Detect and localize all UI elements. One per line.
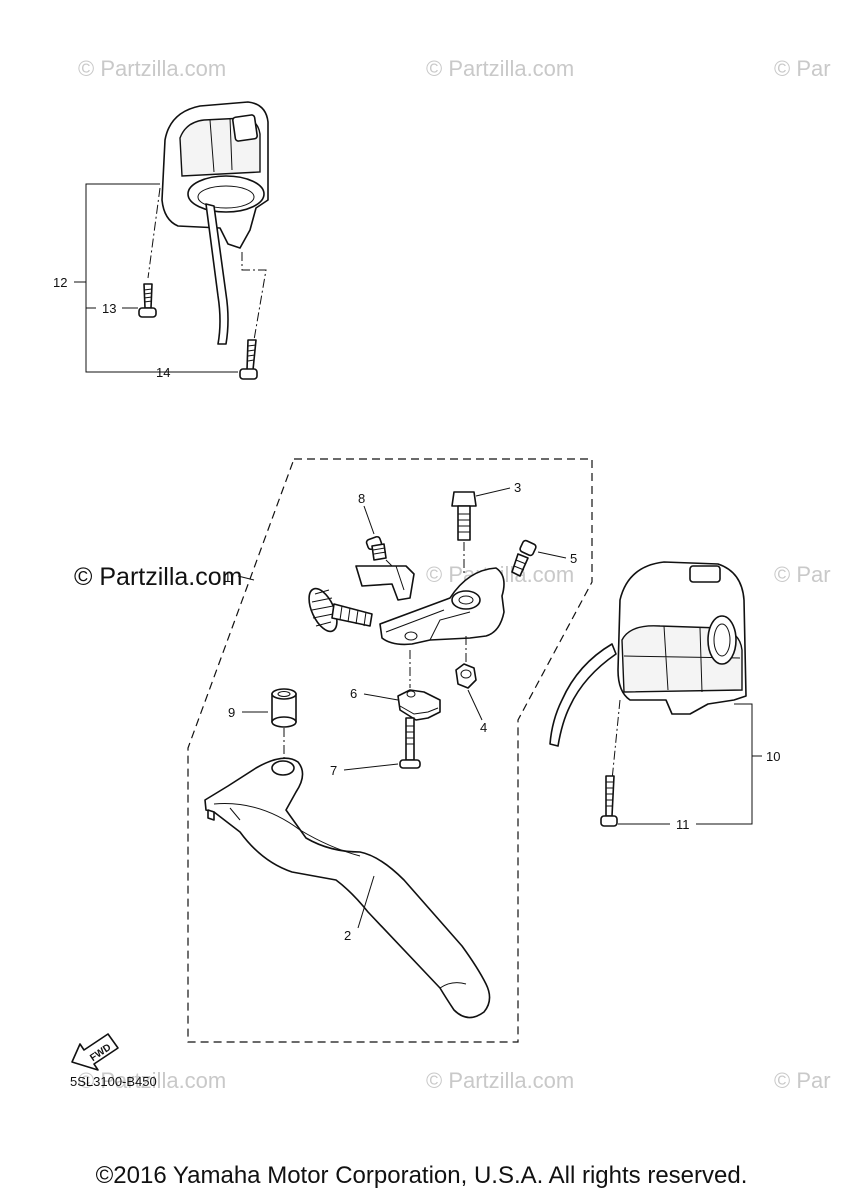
callout-3: 3 — [514, 480, 521, 495]
clutch-lever-2 — [204, 757, 491, 1019]
collar-9 — [271, 688, 297, 728]
watermark: © Par — [774, 1068, 831, 1093]
right-handlebar-switch — [549, 561, 747, 781]
lever-holder — [379, 567, 505, 646]
watermark: © Par — [774, 56, 831, 81]
screw-11 — [600, 775, 618, 827]
screw-13 — [138, 283, 157, 318]
callout-8: 8 — [358, 491, 365, 506]
nut-4 — [455, 663, 477, 689]
screw-14 — [239, 339, 258, 380]
callout-4: 4 — [480, 720, 487, 735]
screw-7 — [399, 717, 421, 769]
watermark: © Partzilla.com — [78, 56, 227, 81]
left-handlebar-switch — [147, 101, 269, 345]
callout-6: 6 — [350, 686, 357, 701]
callout-1: 1 — [224, 570, 231, 585]
fwd-arrow-icon: FWD — [71, 1033, 119, 1071]
callout-14: 14 — [156, 365, 170, 380]
diagram-code: 5SL3100-B450 — [70, 1074, 157, 1089]
watermark-large: © Partzilla.com — [74, 563, 243, 591]
bolt-5 — [511, 539, 537, 577]
copyright-notice: ©2016 Yamaha Motor Corporation, U.S.A. A… — [95, 1162, 748, 1189]
callout-12: 12 — [53, 275, 67, 290]
callout-9: 9 — [228, 705, 235, 720]
callout-2: 2 — [344, 928, 351, 943]
callout-5: 5 — [570, 551, 577, 566]
callout-11: 11 — [676, 817, 690, 832]
switch-plate — [355, 565, 415, 601]
callout-10: 10 — [766, 749, 780, 764]
callout-7: 7 — [330, 763, 337, 778]
screw-8 — [365, 535, 387, 561]
watermark: © Partzilla.com — [426, 56, 575, 81]
switch-6 — [397, 689, 441, 721]
watermark: © Partzilla.com — [78, 1068, 227, 1093]
assembly-boundary — [187, 458, 593, 1043]
adjuster-knob — [308, 587, 373, 633]
watermark: © Partzilla.com — [426, 1068, 575, 1093]
bolt-3 — [451, 491, 477, 541]
callout-13: 13 — [102, 301, 116, 316]
watermark: © Par — [774, 562, 831, 587]
